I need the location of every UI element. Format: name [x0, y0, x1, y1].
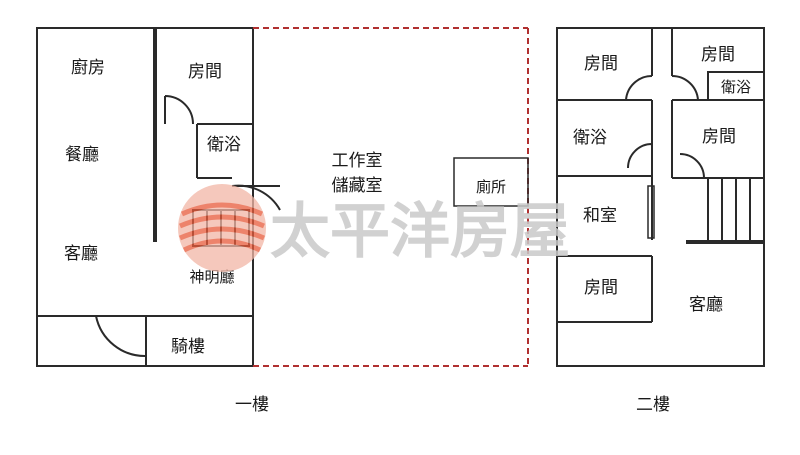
- floor2-door-top-right: [671, 74, 699, 101]
- watermark-text: 太平洋房屋: [270, 197, 570, 267]
- floor1-shrine-hall-label: 神明廳: [189, 268, 234, 286]
- floor2-bedroom-top-right-label: 房間: [701, 45, 735, 65]
- floor2-bedroom-bottom-left-label: 房間: [584, 278, 618, 298]
- watermark-logo-icon: [178, 184, 266, 272]
- watermark: 太平洋房屋: [178, 184, 570, 272]
- floor2-stairs: [707, 177, 765, 243]
- floor1-toilet-box: [453, 157, 529, 207]
- floor1-kitchen-label: 廚房: [71, 57, 105, 78]
- floor2-tatami-door: [647, 185, 655, 239]
- floor1-storage-label: 儲藏室: [332, 176, 383, 196]
- floor2-tatami-label: 和室: [583, 206, 617, 226]
- floor2-bedroom-mid-right-label: 房間: [702, 127, 736, 147]
- floor1-bedroom-door: [164, 95, 194, 125]
- floor1-arcade-door: [95, 315, 147, 358]
- floor2-living-label: 客廳: [689, 295, 723, 315]
- floor2-plan: [556, 27, 765, 367]
- floor1-stair-door: [231, 184, 281, 211]
- floor2-door-top-left: [625, 74, 653, 101]
- floor1-caption: 一樓: [235, 395, 269, 415]
- floor1-arcade-label: 騎樓: [171, 337, 205, 357]
- floor1-workshop-boundary: [253, 27, 529, 367]
- floor2-door-bedroom-right: [679, 153, 705, 179]
- floor2-bath-top-right-box: [707, 71, 765, 101]
- floor2-bath-left-label: 衛浴: [573, 128, 607, 148]
- floor1-bathroom-label: 衛浴: [207, 135, 241, 155]
- floor2-caption: 二樓: [636, 395, 670, 415]
- floor2-bath-top-right-label: 衛浴: [721, 78, 751, 96]
- floor1-dining-label: 餐廳: [65, 145, 99, 165]
- floor1-living-label: 客廳: [64, 244, 98, 264]
- floor2-door-bath-left: [627, 143, 653, 169]
- floor1-studio-label: 工作室: [332, 151, 383, 171]
- floor2-bedroom-top-left-label: 房間: [584, 54, 618, 74]
- floor1-bedroom-label: 房間: [188, 62, 222, 82]
- floor1-toilet-label: 廁所: [476, 178, 506, 196]
